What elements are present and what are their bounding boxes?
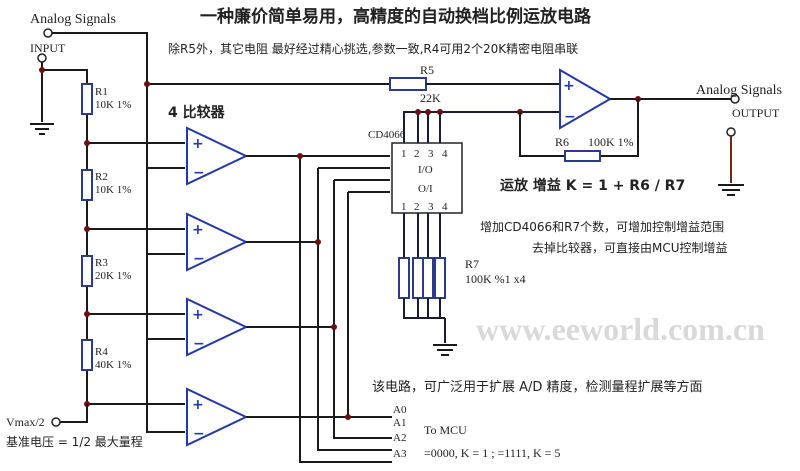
switch-bottom-pins <box>398 213 457 356</box>
r5-name: R5 <box>420 63 434 77</box>
input-wiring <box>37 28 390 433</box>
resistor-r5 <box>389 77 427 91</box>
svg-text:−: − <box>193 251 205 267</box>
r6-value: 100K 1% <box>588 135 634 149</box>
r3-name: R3 <box>95 257 108 269</box>
vref-label: Vmax/2 <box>6 415 45 429</box>
r7-value: 100K %1 x4 <box>465 272 526 286</box>
r3-value: 20K 1% <box>95 270 131 282</box>
comparators-label: 4 比较器 <box>168 104 226 121</box>
ground-symbol-input <box>30 123 54 135</box>
gain-formula: 运放 增益 K = 1 + R6 / R7 <box>500 177 685 194</box>
main-opamp: +− <box>559 68 612 130</box>
switch-top-pins <box>403 109 560 143</box>
comparator-2: +− <box>186 212 249 272</box>
line-a1: A1 <box>393 417 406 429</box>
svg-text:−: − <box>193 426 205 442</box>
r5-value: 22K <box>420 91 441 105</box>
resistor-r7-3 <box>422 257 434 299</box>
note-application: 该电路，可广泛用于扩展 A/D 精度，检测量程扩展等方面 <box>372 379 703 395</box>
input-label: Analog Signals <box>30 12 116 27</box>
pin-top-1: 1 <box>401 148 407 160</box>
watermark: www.eeworld.com.cn <box>476 311 765 347</box>
control-bus <box>246 153 392 463</box>
vref-input <box>51 404 88 427</box>
pin-top-3: 3 <box>428 148 434 160</box>
comparator-3: +− <box>186 297 249 357</box>
comparator-4: +− <box>186 387 249 447</box>
svg-text:+: + <box>192 222 204 238</box>
comparator-1: +− <box>186 126 249 186</box>
code-note: =0000, K = 1 ; =1111, K = 5 <box>424 446 560 460</box>
pin-top-2: 2 <box>414 148 420 160</box>
svg-text:−: − <box>193 336 205 352</box>
pin-bottom-1: 1 <box>401 201 407 213</box>
line-a0: A0 <box>393 404 407 416</box>
svg-text:−: − <box>564 109 576 125</box>
to-mcu-label: To MCU <box>424 423 467 437</box>
line-a3: A3 <box>393 448 407 460</box>
resistor-r7-1 <box>398 257 410 299</box>
pin-bottom-2: 2 <box>414 201 420 213</box>
output-label: Analog Signals <box>696 83 782 98</box>
svg-text:+: + <box>192 136 204 152</box>
line-a2: A2 <box>393 432 406 444</box>
r4-value: 40K 1% <box>95 359 131 371</box>
resistor-r2 <box>81 169 93 201</box>
note-expand-2: 去掉比较器，可直接由MCU控制增益 <box>532 240 728 255</box>
resistor-r7-4 <box>434 257 446 299</box>
r4-name: R4 <box>95 346 108 358</box>
pin-top-4: 4 <box>442 148 448 160</box>
resistor-r3 <box>81 255 93 287</box>
ground-symbol-output <box>718 127 744 196</box>
resistor-r4 <box>81 339 93 371</box>
pin-bottom-4: 4 <box>442 201 448 213</box>
vref-note: 基准电压 = 1/2 最大量程 <box>6 434 143 449</box>
resistor-r6 <box>564 150 601 162</box>
svg-text:+: + <box>192 307 204 323</box>
input-pin-label: INPUT <box>30 41 66 55</box>
resistor-r1 <box>81 83 93 115</box>
svg-text:+: + <box>563 78 575 94</box>
switch-io-label: I/O <box>418 164 433 176</box>
r6-name: R6 <box>555 135 569 149</box>
feedback-network <box>519 94 740 162</box>
r2-name: R2 <box>95 171 108 183</box>
r7-name: R7 <box>465 257 479 271</box>
output-pin-label: OUTPUT <box>732 106 780 120</box>
svg-text:+: + <box>192 397 204 413</box>
comparator-plus-taps <box>84 140 185 407</box>
resistor-r7-2 <box>412 257 424 299</box>
cd4066-label: CD4066 <box>368 129 406 141</box>
switch-oi-label: O/I <box>418 183 433 195</box>
title: 一种廉价简单易用，高精度的自动换档比例运放电路 <box>200 6 592 27</box>
cd4066-chip <box>391 142 463 214</box>
svg-text:−: − <box>193 165 205 181</box>
r1-value: 10K 1% <box>95 99 131 111</box>
pin-bottom-3: 3 <box>428 201 434 213</box>
r1-name: R1 <box>95 86 108 98</box>
r2-value: 10K 1% <box>95 184 131 196</box>
note-top: 除R5外，其它电阻 最好经过精心挑选,参数一致,R4可用2个20K精密电阻串联 <box>168 41 578 56</box>
note-expand-1: 增加CD4066和R7个数，可增加控制增益范围 <box>480 219 724 234</box>
output-terminal <box>730 94 740 104</box>
